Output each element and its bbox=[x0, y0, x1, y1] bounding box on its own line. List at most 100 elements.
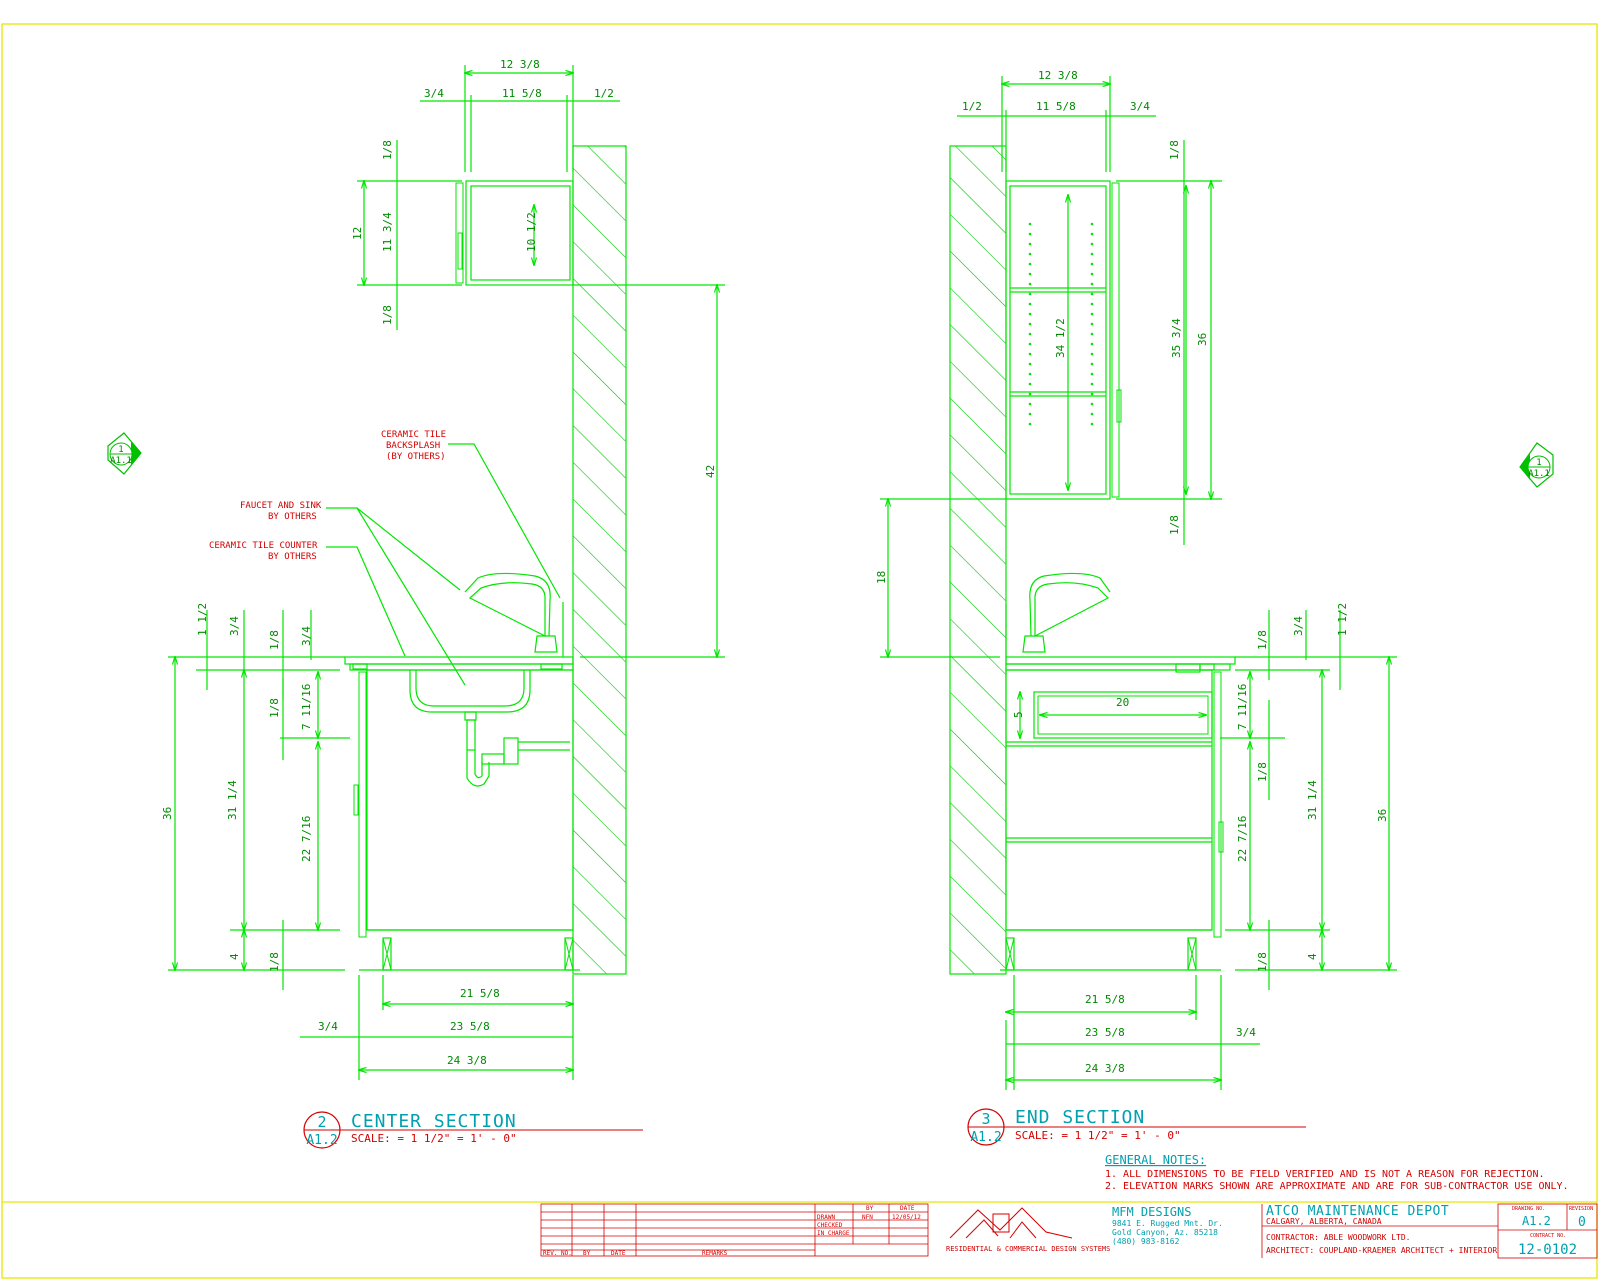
end-dim-upper-shelf-height: 34 1/2 bbox=[1054, 318, 1067, 358]
rev-header-date: DATE bbox=[611, 1250, 626, 1257]
center-dim-counter-top: 3/4 bbox=[228, 616, 241, 636]
elevation-mark-right: 1 A1.1 bbox=[1519, 442, 1554, 488]
center-section-view: 12 3/8 3/4 11 5/8 1/2 1/8 12 11 3/4 10 1… bbox=[161, 58, 725, 1149]
center-p-trap bbox=[464, 711, 570, 787]
center-dim-upper-bottom-gap: 1/8 bbox=[381, 305, 394, 325]
center-dim-counter-gap-left: 1/8 bbox=[268, 630, 281, 650]
end-dim-upper-right: 3/4 bbox=[1130, 100, 1150, 113]
end-dim-bottom-gap: 1/8 bbox=[1256, 952, 1269, 972]
center-dim-door-height: 22 7/16 bbox=[300, 816, 313, 862]
shelf-pin-hole bbox=[1090, 352, 1094, 356]
end-dim-upper-inner-height: 35 3/4 bbox=[1170, 318, 1183, 358]
shelf-pin-hole bbox=[1090, 302, 1094, 306]
shelf-pin-hole bbox=[1090, 312, 1094, 316]
note-faucet-2: BY OTHERS bbox=[268, 512, 317, 522]
revision-value: 0 bbox=[1578, 1215, 1586, 1230]
project-location: CALGARY, ALBERTA, CANADA bbox=[1266, 1217, 1382, 1226]
center-dim-base-width: 23 5/8 bbox=[450, 1020, 490, 1033]
shelf-pin-hole bbox=[1028, 302, 1032, 306]
sign-header-date: DATE bbox=[900, 1205, 915, 1212]
center-dim-bottom-gap: 1/8 bbox=[268, 952, 281, 972]
revision-table bbox=[540, 1203, 929, 1257]
end-section-view: 12 3/8 1/2 11 5/8 3/4 1/8 34 1/2 35 3/4 … bbox=[875, 69, 1397, 1146]
end-dim-base-box: 31 1/4 bbox=[1306, 780, 1319, 820]
shelf-pin-hole bbox=[1090, 412, 1094, 416]
firm-name: MFM DESIGNS bbox=[1112, 1205, 1191, 1219]
shelf-pin-hole bbox=[1028, 252, 1032, 256]
center-dim-upper-door-height: 10 1/2 bbox=[525, 212, 538, 252]
center-dim-counter-total: 1 1/2 bbox=[196, 603, 209, 636]
rev-header-no: REV. NO. bbox=[543, 1250, 572, 1257]
shelf-pin-hole bbox=[1028, 282, 1032, 286]
end-dimension-text: 12 3/8 1/2 11 5/8 3/4 1/8 34 1/2 35 3/4 … bbox=[875, 69, 1389, 1075]
center-dim-upper-height: 12 bbox=[351, 227, 364, 240]
note-faucet-1: FAUCET AND SINK bbox=[240, 501, 322, 511]
center-dim-upper-right: 1/2 bbox=[594, 87, 614, 100]
elevation-mark-left: 1 A1.1 bbox=[107, 432, 142, 475]
end-section-number: 3 bbox=[981, 1110, 990, 1128]
end-section-scale: SCALE: = 1 1/2" = 1' - 0" bbox=[1015, 1129, 1181, 1142]
center-section-sheet: A1.2 bbox=[306, 1133, 337, 1148]
end-dim-base-height: 36 bbox=[1376, 809, 1389, 822]
note-counter-1: CERAMIC TILE COUNTER bbox=[209, 541, 318, 551]
elevation-mark-left-sheet: A1.1 bbox=[110, 456, 132, 466]
shelf-pin-hole bbox=[1028, 362, 1032, 366]
end-upper-cabinet bbox=[1005, 180, 1122, 500]
drawing-no-label: DRAWING NO. bbox=[1512, 1206, 1545, 1212]
revision-label: REVISION bbox=[1569, 1206, 1593, 1212]
shelf-pin-hole bbox=[1028, 332, 1032, 336]
end-dim-drawer-height: 7 11/16 bbox=[1236, 684, 1249, 730]
firm-address-3: (480) 983-8162 bbox=[1112, 1237, 1180, 1246]
end-shelf-pin-holes bbox=[1028, 222, 1094, 426]
center-dim-base-box: 31 1/4 bbox=[226, 780, 239, 820]
shelf-pin-hole bbox=[1090, 242, 1094, 246]
note-backsplash-2: BACKSPLASH bbox=[386, 441, 440, 451]
center-base-cabinet bbox=[353, 669, 580, 971]
center-dimension-lines bbox=[168, 65, 725, 1080]
shelf-pin-hole bbox=[1090, 222, 1094, 226]
center-dimension-text: 12 3/8 3/4 11 5/8 1/2 1/8 12 11 3/4 10 1… bbox=[161, 58, 717, 1067]
center-dim-counter-gap-right: 3/4 bbox=[300, 626, 313, 646]
center-dim-drawer-height: 7 11/16 bbox=[300, 684, 313, 730]
sheet-border bbox=[1, 23, 1598, 1279]
end-dim-upper-height: 36 bbox=[1196, 333, 1209, 346]
shelf-pin-hole bbox=[1090, 262, 1094, 266]
end-section-sheet: A1.2 bbox=[970, 1130, 1001, 1145]
center-section-title: 2 A1.2 CENTER SECTION SCALE: = 1 1/2" = … bbox=[303, 1111, 643, 1149]
end-dim-drawer-box-height: 5 bbox=[1012, 711, 1025, 718]
shelf-pin-hole bbox=[1028, 392, 1032, 396]
drawing-no: A1.2 bbox=[1522, 1214, 1551, 1228]
end-dim-base-inner-width: 21 5/8 bbox=[1085, 993, 1125, 1006]
contract-no: 12-0102 bbox=[1518, 1242, 1577, 1258]
center-wall-hatch bbox=[572, 145, 627, 975]
center-notes: CERAMIC TILE BACKSPLASH (BY OTHERS) FAUC… bbox=[209, 430, 446, 562]
shelf-pin-hole bbox=[1090, 272, 1094, 276]
end-dim-upper-left: 1/2 bbox=[962, 100, 982, 113]
shelf-pin-hole bbox=[1028, 402, 1032, 406]
rev-header-remarks: REMARKS bbox=[702, 1250, 728, 1257]
shelf-pin-hole bbox=[1090, 322, 1094, 326]
center-dim-drawer-gap: 1/8 bbox=[268, 698, 281, 718]
center-faucet bbox=[464, 572, 558, 653]
shelf-pin-hole bbox=[1090, 252, 1094, 256]
shelf-pin-hole bbox=[1028, 312, 1032, 316]
elevation-mark-right-sheet: A1.1 bbox=[1528, 469, 1550, 479]
sign-drawn-by: NFN bbox=[862, 1214, 873, 1221]
end-dim-counter-total: 1 1/2 bbox=[1336, 603, 1349, 636]
shelf-pin-hole bbox=[1028, 232, 1032, 236]
center-upper-cabinet bbox=[455, 180, 574, 286]
center-section-title-text: CENTER SECTION bbox=[351, 1111, 517, 1132]
firm-address-1: 9841 E. Rugged Mnt. Dr. bbox=[1112, 1219, 1223, 1228]
end-dim-base-width: 23 5/8 bbox=[1085, 1026, 1125, 1039]
center-section-number: 2 bbox=[317, 1113, 326, 1131]
end-dim-upper-inner: 11 5/8 bbox=[1036, 100, 1076, 113]
end-base-cabinet bbox=[1000, 669, 1224, 971]
center-leaders bbox=[326, 443, 561, 686]
end-faucet bbox=[1022, 572, 1111, 653]
end-countertop bbox=[1005, 604, 1236, 673]
shelf-pin-hole bbox=[1090, 422, 1094, 426]
general-notes-heading: GENERAL NOTES: bbox=[1105, 1153, 1206, 1167]
end-dim-counter-top: 3/4 bbox=[1292, 616, 1305, 636]
end-dim-counter-to-upper: 18 bbox=[875, 571, 888, 584]
